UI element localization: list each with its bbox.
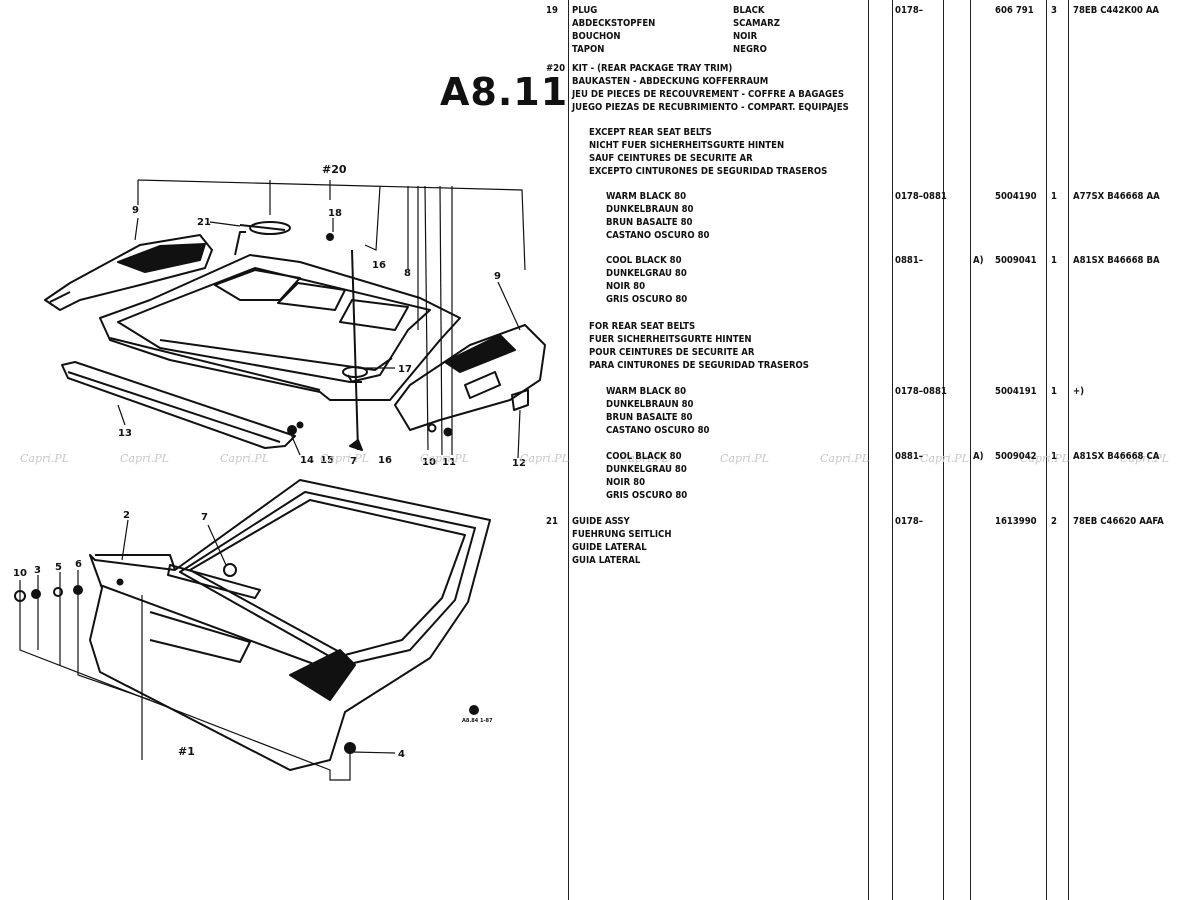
callout-17: 17 (398, 364, 412, 375)
colour-variant: WARM BLACK 80 DUNKELBRAUN 80 BRUN BASALT… (606, 191, 710, 241)
callout-15: 15 (320, 455, 334, 466)
ford-code: 78EB C442K00 AA (1073, 5, 1160, 16)
part-number: 5009041 (995, 255, 1037, 266)
condition-description: EXCEPT REAR SEAT BELTS NICHT FUER SICHER… (589, 127, 828, 177)
column-rule (1046, 0, 1047, 900)
quantity: 1 (1051, 191, 1057, 202)
date-range: 0881– (895, 451, 924, 462)
part-description: KIT - (REAR PACKAGE TRAY TRIM) BAUKASTEN… (572, 63, 849, 113)
left-side-trim (44, 234, 213, 311)
item-number: 19 (546, 5, 558, 16)
colour-variant: WARM BLACK 80 DUNKELBRAUN 80 BRUN BASALT… (606, 386, 710, 436)
watermark: Capri.PL (420, 452, 469, 465)
callout-2: 2 (123, 510, 130, 521)
column-rule (868, 0, 869, 900)
column-rule (568, 0, 569, 900)
watermark: Capri.PL (720, 452, 769, 465)
part-description: PLUG ABDECKSTOPFEN BOUCHON TAPON (572, 5, 656, 55)
right-side-trim (394, 324, 546, 431)
quantity: 2 (1051, 516, 1057, 527)
ford-code: A77SX B46668 AA (1073, 191, 1160, 202)
callout-13: 13 (118, 428, 132, 439)
callout-5: 5 (55, 562, 62, 573)
watermark: Capri.PL (920, 452, 969, 465)
part-number: 606 791 (995, 5, 1034, 16)
callout-14: 14 (300, 455, 314, 466)
page-code: A8.11 (440, 70, 569, 114)
part-number: 1613990 (995, 516, 1037, 527)
date-range: 0178– (895, 5, 924, 16)
callout-21: 21 (197, 217, 211, 228)
tailgate (14, 479, 491, 771)
date-range: 0178–0881 (895, 386, 947, 397)
column-rule (970, 0, 971, 900)
item-number: #20 (546, 63, 566, 74)
watermark: Capri.PL (120, 452, 169, 465)
exploded-view-diagram: #20 9 21 18 16 8 9 17 13 14 15 7 16 10 1… (13, 163, 546, 781)
part-number: 5009042 (995, 451, 1037, 462)
trim-strip (61, 361, 296, 449)
ford-code: +) (1073, 386, 1085, 397)
column-rule (943, 0, 944, 900)
callout-12: 12 (512, 458, 526, 469)
callout-20: #20 (322, 163, 347, 176)
quantity: 1 (1051, 386, 1057, 397)
callout-10: 10 (422, 457, 436, 468)
date-range: 0178–0881 (895, 191, 947, 202)
item-number: 21 (546, 516, 558, 527)
date-range: 0881– (895, 255, 924, 266)
condition-description: FOR REAR SEAT BELTS FUER SICHERHEITSGURT… (589, 321, 809, 371)
quantity: 1 (1051, 451, 1057, 462)
date-range: 0178– (895, 516, 924, 527)
watermark: Capri.PL (1120, 452, 1169, 465)
colour-variant: COOL BLACK 80 DUNKELGRAU 80 NOIR 80 GRIS… (606, 255, 688, 305)
callout-3: 3 (34, 565, 41, 576)
part-number: 5004190 (995, 191, 1037, 202)
callout-8: 8 (404, 268, 411, 279)
quantity: 3 (1051, 5, 1057, 16)
colour-column: BLACK SCAMARZ NOIR NEGRO (733, 5, 780, 55)
callout-6: 6 (75, 559, 82, 570)
watermark: Capri.PL (520, 452, 569, 465)
ford-code: 78EB C46620 AAFA (1073, 516, 1164, 527)
callout-10-bottom: 10 (13, 568, 27, 579)
watermark: Capri.PL (1020, 452, 1069, 465)
callout-7: 7 (201, 512, 208, 523)
colour-variant: COOL BLACK 80 DUNKELGRAU 80 NOIR 80 GRIS… (606, 451, 688, 501)
callout-9-right: 9 (494, 271, 501, 282)
ford-code: A81SX B46668 BA (1073, 255, 1160, 266)
column-rule (1068, 0, 1069, 900)
callout-11: 11 (442, 457, 456, 468)
callout-4: 4 (398, 749, 405, 760)
callout-18: 18 (328, 208, 342, 219)
callout-16-bottom: 16 (378, 455, 392, 466)
callout-1: #1 (178, 745, 195, 758)
watermark: Capri.PL (620, 452, 669, 465)
callout-7-top: 7 (350, 456, 357, 467)
quantity: 1 (1051, 255, 1057, 266)
watermark: Capri.PL (820, 452, 869, 465)
reference-note: A) (973, 451, 984, 462)
ford-code: A81SX B46668 CA (1073, 451, 1160, 462)
watermark: Capri.PL (220, 452, 269, 465)
callout-9-left: 9 (132, 205, 139, 216)
small-reference-mark: A8.84 1-87 (462, 718, 493, 724)
reference-note: A) (973, 255, 984, 266)
part-number: 5004191 (995, 386, 1037, 397)
callout-16-top: 16 (372, 260, 386, 271)
watermark: Capri.PL (20, 452, 69, 465)
watermark: Capri.PL (320, 452, 369, 465)
part-description: GUIDE ASSY FUEHRUNG SEITLICH GUIDE LATER… (572, 516, 672, 566)
package-tray (99, 254, 461, 401)
column-rule (892, 0, 893, 900)
